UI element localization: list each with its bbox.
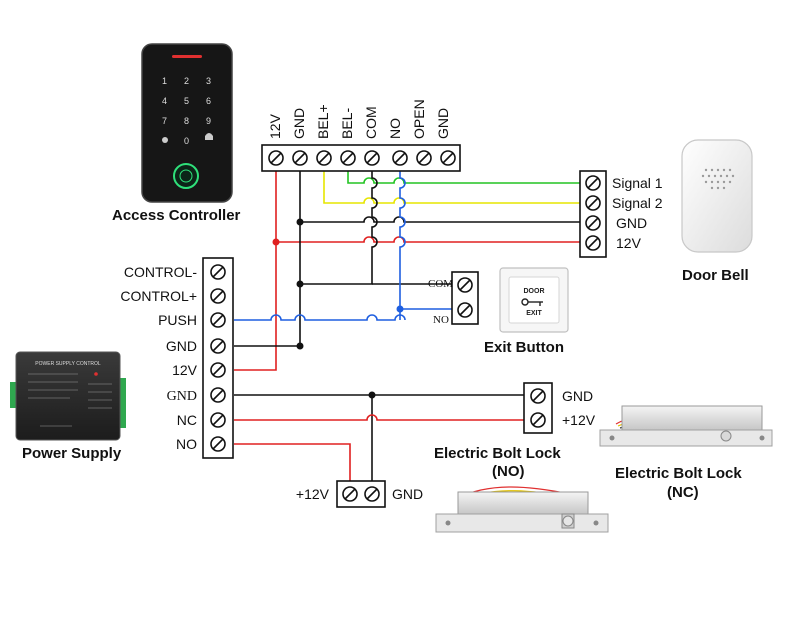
speaker-grille-icon [701,168,735,190]
svg-text:2: 2 [184,76,189,86]
svg-text:COM: COM [363,106,379,139]
key-icon [521,298,543,306]
controller-terminal-labels: 12V GND BEL+ BEL- COM NO OPEN GND [267,99,451,139]
svg-text:4: 4 [162,96,167,106]
exit-button-title: Exit Button [484,339,564,356]
bolt-lock-nc-device [599,405,773,447]
bolt-nc-terminal-block [523,382,553,434]
power-supply-terminal-labels: CONTROL- CONTROL+ PUSH GND 12V GND NC NO [120,264,197,452]
door-bell-terminal-labels: Signal 1 Signal 2 GND 12V [612,175,663,251]
wire-blue-push [234,314,406,321]
svg-text:BEL-: BEL- [339,108,355,139]
bolt-lock-no-title-line1: Electric Bolt Lock [434,445,561,462]
fingerprint-sensor-icon [173,163,199,189]
wire-red-psu-nc [234,414,524,421]
bell-key-icon [205,133,213,140]
bolt-no-12v-label: +12V [296,486,330,502]
wire-black-bell-gnd [300,216,580,223]
wire-blue-no [399,157,406,309]
svg-text:8: 8 [184,116,189,126]
bolt-no-gnd-label: GND [392,486,423,502]
wire-red-psu-no [234,443,351,490]
bolt-lock-no-title-line2: (NO) [492,463,525,480]
svg-text:0: 0 [184,136,189,146]
power-supply-title: Power Supply [22,445,122,462]
exit-com-label: COM [428,278,453,290]
svg-text:GND: GND [166,338,197,354]
svg-text:Signal 1: Signal 1 [612,175,663,191]
svg-text:PUSH: PUSH [158,312,197,328]
access-controller-device: 1 2 3 4 5 6 7 8 9 0 [141,43,233,203]
junction-dots [272,218,404,399]
controller-terminal-block [261,144,461,172]
exit-no-label: NO [433,314,449,326]
star-key-icon [162,137,168,143]
svg-text:POWER SUPPLY CONTROL: POWER SUPPLY CONTROL [35,361,101,367]
svg-text:GND: GND [291,108,307,139]
door-bell-title: Door Bell [682,267,749,284]
bolt-lock-no-device [435,486,609,533]
svg-text:OPEN: OPEN [411,99,427,139]
wire-black-controller-gnd [234,157,301,347]
wire-red-controller-12v [234,157,277,371]
access-controller-title: Access Controller [112,207,241,224]
svg-text:9: 9 [206,116,211,126]
exit-button-terminal-block [451,271,479,325]
bolt-nc-gnd-label: GND [562,388,593,404]
svg-text:DOOR: DOOR [524,288,545,295]
svg-text:12V: 12V [616,235,642,251]
svg-text:GND: GND [435,108,451,139]
svg-text:BEL+: BEL+ [315,104,331,139]
bolt-lock-nc-title-line1: Electric Bolt Lock [615,465,742,482]
bolt-nc-12v-label: +12V [562,412,596,428]
svg-text:CONTROL-: CONTROL- [124,264,197,280]
svg-text:6: 6 [206,96,211,106]
svg-text:5: 5 [184,96,189,106]
svg-text:3: 3 [206,76,211,86]
bolt-no-terminal-block [336,480,386,508]
bolt-lock-nc-title-line2: (NC) [667,484,699,501]
svg-text:1: 1 [162,76,167,86]
door-bell-device [681,139,753,253]
wire-black-com [300,157,378,285]
svg-text:12V: 12V [267,113,283,139]
svg-text:NO: NO [176,436,197,452]
power-supply-terminal-block [202,257,234,459]
svg-text:NO: NO [387,118,403,139]
svg-text:GND: GND [167,389,197,404]
door-bell-terminal-block [579,170,607,258]
svg-text:EXIT: EXIT [526,310,542,317]
keypad: 1 2 3 4 5 6 7 8 9 0 [162,76,211,146]
svg-text:Signal 2: Signal 2 [612,195,663,211]
svg-text:12V: 12V [172,362,198,378]
exit-button-device: DOOR EXIT [499,267,569,333]
svg-text:CONTROL+: CONTROL+ [120,288,197,304]
wire-red-bell-12v [276,236,580,243]
svg-text:7: 7 [162,116,167,126]
power-supply-device: POWER SUPPLY CONTROL [10,351,126,441]
svg-text:NC: NC [177,412,197,428]
svg-text:GND: GND [616,215,647,231]
